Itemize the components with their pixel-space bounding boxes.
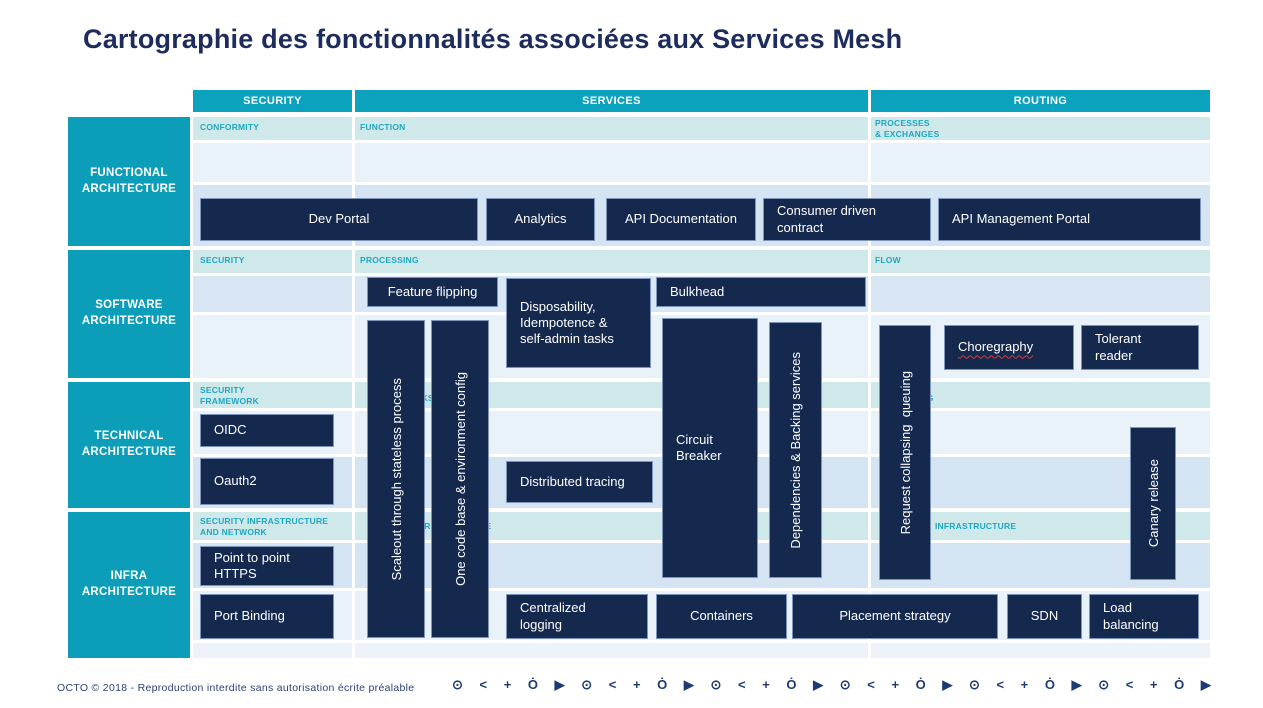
row-label-software: SOFTWARE ARCHITECTURE [68,250,190,378]
page-title: Cartographie des fonctionnalités associé… [83,24,903,54]
box-bulkhead: Bulkhead [656,277,866,307]
bar-canary-release-label: Canary release [1145,459,1161,548]
box-oauth2: Oauth2 [200,458,334,505]
row-label-technical: TECHNICAL ARCHITECTURE [68,382,190,508]
subheader-security-framework: SECURITY FRAMEWORK [200,385,259,406]
box-containers: Containers [656,594,787,639]
subheader-processes-exchanges: PROCESSES & EXCHANGES [875,118,940,139]
bar-dependencies-backing-services: Dependencies & Backing services [769,322,822,578]
bar-scaleout-label: Scaleout through stateless process [388,377,404,581]
box-dev-portal: Dev Portal [200,198,478,241]
box-consumer-driven-contract: Consumer driven contract [763,198,931,241]
band-functional-subheader [193,117,1210,140]
box-api-documentation: API Documentation [606,198,756,241]
box-distributed-tracing: Distributed tracing [506,461,653,503]
subheader-security: SECURITY [200,255,245,265]
bar-canary-release: Canary release [1130,427,1176,580]
bar-request-collapsing-label: Request collapsing queuing [897,370,913,535]
band-functional-a [193,143,1210,182]
box-placement-strategy: Placement strategy [792,594,998,639]
column-header-security: SECURITY [193,90,352,112]
box-choregraphy: Choregraphy [944,325,1074,370]
bar-one-code-base: One code base & environment config [431,320,489,638]
box-tolerant-reader: Tolerant reader [1081,325,1199,370]
subheader-conformity: CONFORMITY [200,122,260,132]
choregraphy-label: Choregraphy [958,339,1034,355]
bar-request-collapsing-queuing: Request collapsing queuing [879,325,931,580]
box-port-binding: Port Binding [200,594,334,639]
column-separator [352,117,355,658]
row-label-infra: INFRA ARCHITECTURE [68,512,190,658]
box-analytics: Analytics [486,198,595,241]
box-load-balancing: Load balancing [1089,594,1199,639]
footer-icon-strip: ⊙ < + Ȯ ▶ ⊙ < + Ȯ ▶ ⊙ < + Ȯ ▶ ⊙ < + Ȯ ▶ … [452,677,1218,692]
band-software-subheader [193,250,1210,273]
box-sdn: SDN [1007,594,1082,639]
band-infra-bottom-strip [193,643,1210,658]
footer-copyright: OCTO © 2018 - Reproduction interdite san… [57,682,415,694]
bar-dependencies-label: Dependencies & Backing services [788,351,803,549]
bar-scaleout-stateless-process: Scaleout through stateless process [367,320,425,638]
box-feature-flipping: Feature flipping [367,277,498,307]
subheader-security-infrastructure: SECURITY INFRASTRUCTURE AND NETWORK [200,516,329,537]
column-header-routing: ROUTING [871,90,1210,112]
box-disposability: Disposability, Idempotence & self-admin … [506,278,651,368]
box-centralized-logging: Centralized logging [506,594,648,639]
row-label-functional: FUNCTIONAL ARCHITECTURE [68,117,190,246]
subheader-function: FUNCTION [360,122,406,132]
subheader-processing: PROCESSING [360,255,419,265]
column-header-services: SERVICES [355,90,868,112]
bar-circuit-breaker: Circuit Breaker [662,318,758,578]
box-point-to-point-https: Point to point HTTPS [200,546,334,586]
box-api-management-portal: API Management Portal [938,198,1201,241]
bar-one-code-base-label: One code base & environment config [452,372,468,586]
subheader-flow: FLOW [875,255,901,265]
subheader-infra-routing: INFRASTRUCTURE [935,521,1017,531]
box-oidc: OIDC [200,414,334,447]
column-separator [868,117,871,658]
